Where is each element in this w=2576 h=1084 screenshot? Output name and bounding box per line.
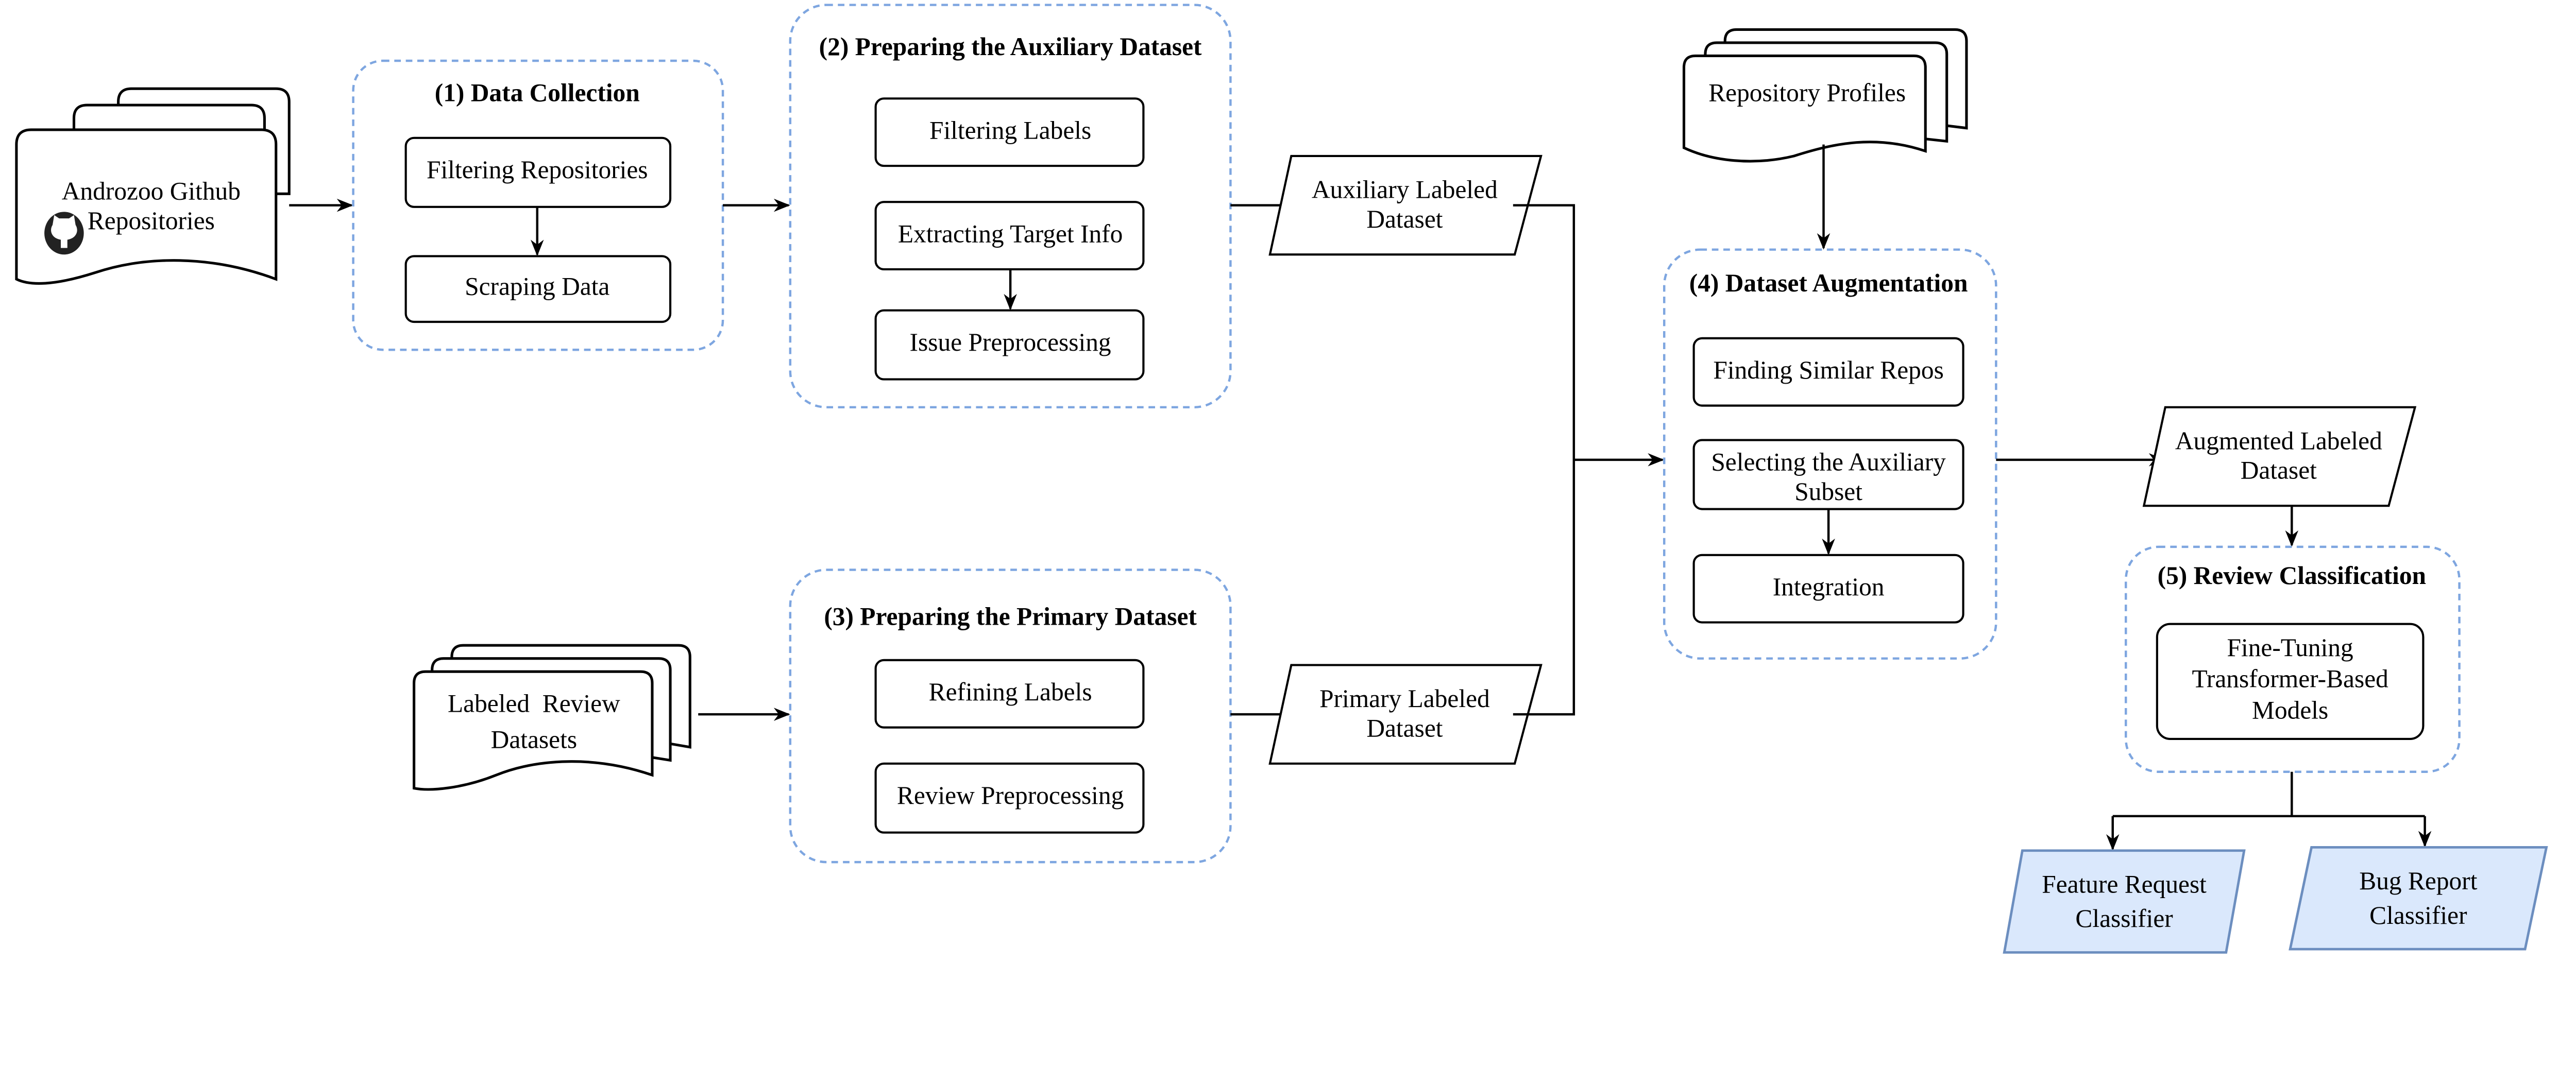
output-label-line1: Bug Report	[2359, 867, 2477, 895]
repository-profiles-source: Repository Profiles	[1682, 28, 1968, 163]
androzoo-github-repositories-source: Androzoo Github Repositories	[15, 87, 291, 285]
pipeline-diagram: Androzoo Github Repositories (1) Data Co…	[15, 4, 2548, 954]
dataset-label-line1: Primary Labeled	[1319, 684, 1490, 713]
step-refining-labels: Refining Labels	[929, 678, 1092, 706]
group-preparing-primary: (3) Preparing the Primary Dataset Refini…	[789, 569, 1232, 864]
primary-labeled-dataset: Primary Labeled Dataset	[1268, 664, 1543, 765]
group-title: (2) Preparing the Auxiliary Dataset	[819, 32, 1202, 61]
step-review-preprocessing: Review Preprocessing	[897, 781, 1124, 810]
group-data-collection: (1) Data Collection Filtering Repositori…	[352, 59, 724, 351]
step-fine-tuning-line1: Fine-Tuning	[2227, 633, 2353, 662]
dataset-label-line1: Auxiliary Labeled	[1312, 175, 1498, 203]
step-extracting-target-info: Extracting Target Info	[898, 220, 1123, 248]
dataset-label-line2: Dataset	[1366, 205, 1443, 233]
step-finding-similar-repos: Finding Similar Repos	[1713, 356, 1943, 384]
github-icon	[44, 212, 84, 255]
step-filtering-labels: Filtering Labels	[929, 116, 1091, 145]
group-title: (5) Review Classification	[2158, 561, 2426, 590]
androzoo-label-line1: Androzoo Github	[62, 177, 241, 205]
output-label-line1: Feature Request	[2042, 870, 2207, 898]
labeled-review-line1: Labeled Review	[448, 690, 620, 718]
labeled-review-line2: Datasets	[491, 726, 577, 754]
step-fine-tuning-line3: Models	[2252, 696, 2328, 724]
connector-datasets-merge	[1513, 204, 1663, 716]
step-fine-tuning-line2: Transformer-Based	[2192, 665, 2388, 693]
repository-profiles-label: Repository Profiles	[1708, 78, 1906, 107]
step-selecting-auxiliary-line2: Subset	[1794, 477, 1862, 506]
dataset-label-line2: Dataset	[2241, 456, 2317, 485]
connector-classification-split	[2112, 771, 2425, 818]
androzoo-label-line2: Repositories	[88, 207, 215, 235]
group-preparing-auxiliary: (2) Preparing the Auxiliary Dataset Filt…	[789, 4, 1232, 409]
step-issue-preprocessing: Issue Preprocessing	[910, 328, 1111, 356]
group-title: (3) Preparing the Primary Dataset	[824, 603, 1197, 631]
group-dataset-augmentation: (4) Dataset Augmentation Finding Similar…	[1663, 248, 1997, 660]
output-label-line2: Classifier	[2369, 901, 2467, 930]
auxiliary-labeled-dataset: Auxiliary Labeled Dataset	[1268, 154, 1543, 256]
group-title: (4) Dataset Augmentation	[1689, 269, 1968, 297]
step-filtering-repositories: Filtering Repositories	[427, 156, 648, 184]
bug-report-classifier: Bug Report Classifier	[2289, 846, 2548, 951]
step-integration: Integration	[1773, 573, 1885, 601]
dataset-label-line2: Dataset	[1366, 714, 1443, 742]
augmented-labeled-dataset: Augmented Labeled Dataset	[2142, 406, 2417, 507]
step-scraping-data: Scraping Data	[465, 272, 609, 301]
dataset-label-line1: Augmented Labeled	[2175, 426, 2382, 455]
group-review-classification: (5) Review Classification Fine-Tuning Tr…	[2125, 545, 2461, 773]
feature-request-classifier: Feature Request Classifier	[2003, 849, 2246, 954]
step-selecting-auxiliary-line1: Selecting the Auxiliary	[1711, 448, 1946, 476]
output-label-line2: Classifier	[2075, 904, 2173, 933]
group-title: (1) Data Collection	[435, 78, 640, 107]
labeled-review-datasets-source: Labeled Review Datasets	[413, 644, 691, 791]
